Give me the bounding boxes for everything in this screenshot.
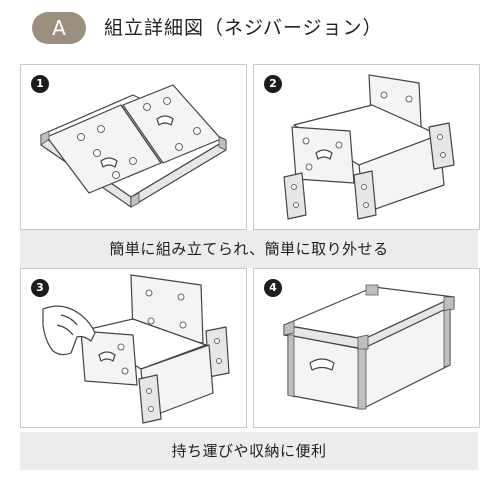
step-panel-3: 3 [20, 268, 247, 428]
step-4-illustration [283, 284, 455, 410]
step-number-2: 2 [264, 75, 282, 93]
page-title: 組立詳細図（ネジバージョン） [104, 17, 383, 39]
step-number-4: 4 [264, 279, 282, 297]
caption-band-bottom: 持ち運びや収納に便利 [20, 432, 478, 470]
caption-bottom: 持ち運びや収納に便利 [171, 442, 327, 460]
step-number-3: 3 [31, 279, 49, 297]
step-number-1: 1 [31, 75, 49, 93]
step-1-illustration [40, 84, 227, 208]
step-2-illustration [283, 74, 455, 220]
caption-top: 簡単に組み立てられ、簡単に取り外せる [109, 240, 389, 258]
step-3-illustration [42, 274, 230, 424]
step-panel-4: 4 [253, 268, 480, 428]
header: A 組立詳細図（ネジバージョン） [0, 0, 500, 58]
step-panel-1: 1 [20, 64, 247, 230]
section-badge: A [32, 12, 86, 44]
caption-band-top: 簡単に組み立てられ、簡単に取り外せる [20, 230, 478, 268]
step-panel-2: 2 [253, 64, 480, 230]
